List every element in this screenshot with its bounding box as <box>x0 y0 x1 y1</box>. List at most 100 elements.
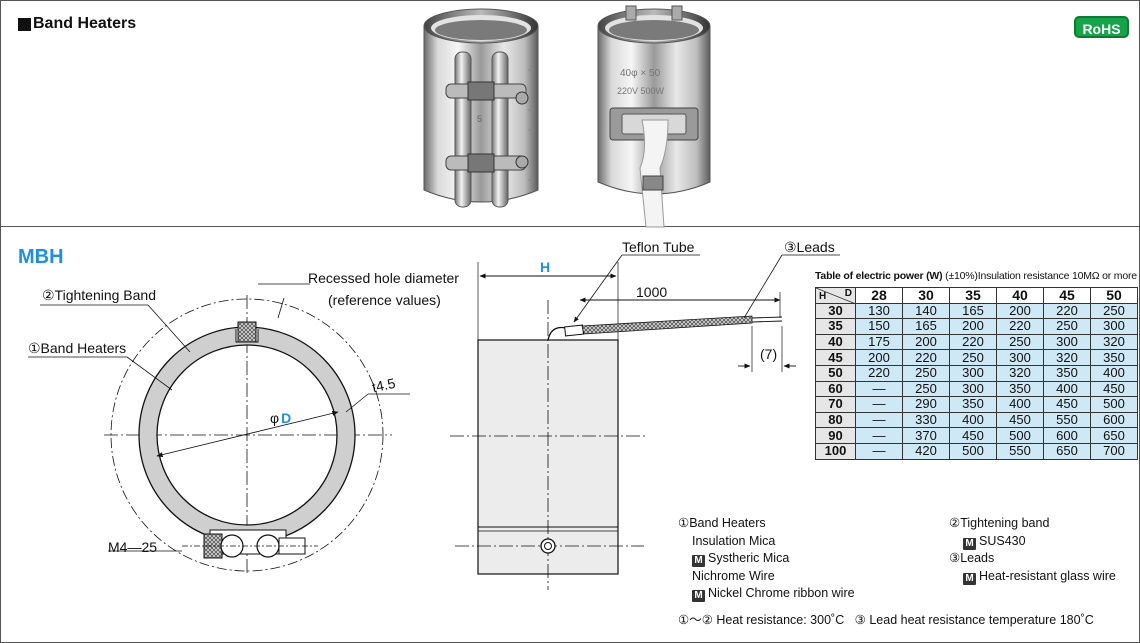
row-header: 40 <box>815 333 856 351</box>
power-cell: 220 <box>902 349 950 366</box>
column-header: 50 <box>1090 287 1138 304</box>
power-cell: — <box>855 427 903 444</box>
side-view <box>450 254 840 590</box>
row-header: 35 <box>815 318 856 335</box>
height-dimension-label: H <box>540 259 551 275</box>
power-cell: 650 <box>1043 442 1091 460</box>
power-cell: 250 <box>949 349 997 366</box>
column-header: 28 <box>855 287 903 304</box>
photo-rating-engraving: 220V 500W <box>617 86 665 96</box>
power-cell: 330 <box>902 411 950 429</box>
power-cell: 450 <box>949 427 997 444</box>
row-header: 60 <box>815 380 856 398</box>
tightening-band-label: ②Tightening Band <box>42 287 156 303</box>
power-cell: — <box>855 442 903 460</box>
power-cell: 420 <box>902 442 950 460</box>
power-cell: 320 <box>996 364 1044 382</box>
power-cell: 220 <box>1043 302 1091 320</box>
table-header-row: D H 28 30 35 40 45 50 <box>815 287 1138 305</box>
power-cell: 250 <box>902 380 950 398</box>
power-cell: 300 <box>949 380 997 398</box>
recessed-hole-label: Recessed hole diameter <box>308 270 459 286</box>
power-cell: 250 <box>1043 318 1091 335</box>
row-header: 45 <box>815 349 856 366</box>
strip-length-label: (7) <box>760 346 778 362</box>
power-cell: 350 <box>996 380 1044 398</box>
power-cell: 350 <box>949 396 997 413</box>
power-cell: 550 <box>996 442 1044 460</box>
power-table-title: Table of electric power (W) (±10%)Insula… <box>815 270 1137 282</box>
reference-values-label: (reference values) <box>328 292 441 308</box>
power-cell: 600 <box>1043 427 1091 444</box>
power-cell: — <box>855 380 903 398</box>
power-cell: 175 <box>855 333 903 351</box>
photo-engraving: 5 <box>477 114 482 124</box>
power-cell: 320 <box>1090 333 1138 351</box>
lead-length-label: 1000 <box>636 284 668 300</box>
square-bullet-icon <box>18 17 31 31</box>
power-cell: 165 <box>902 318 950 335</box>
power-cell: 350 <box>1043 364 1091 382</box>
power-cell: 140 <box>902 302 950 320</box>
power-cell: 250 <box>996 333 1044 351</box>
material-mark-icon: M <box>963 572 976 585</box>
power-cell: 700 <box>1090 442 1138 460</box>
power-cell: 220 <box>949 333 997 351</box>
power-cell: — <box>855 396 903 413</box>
section-title: Band Heaters <box>18 15 136 33</box>
row-header: 90 <box>815 427 856 444</box>
band-heaters-label: ①Band Heaters <box>28 340 127 356</box>
leads-label: ③Leads <box>784 239 835 255</box>
power-cell: 400 <box>1090 364 1138 382</box>
band-heater-photo-front: 5 <box>423 8 539 208</box>
power-cell: 200 <box>949 318 997 335</box>
power-cell: 500 <box>1090 396 1138 413</box>
power-cell: 200 <box>855 349 903 366</box>
row-header: 70 <box>815 396 856 413</box>
column-header: 45 <box>1043 287 1091 304</box>
power-cell: — <box>855 411 903 429</box>
power-cell: 400 <box>996 396 1044 413</box>
corner-h-label: H <box>819 290 827 302</box>
power-cell: 200 <box>902 333 950 351</box>
table-corner-cell: D H <box>815 287 857 305</box>
photo-size-engraving: 40φ × 50 <box>620 68 661 79</box>
power-cell: 400 <box>1043 380 1091 398</box>
power-cell: 250 <box>1090 302 1138 320</box>
power-cell: 165 <box>949 302 997 320</box>
power-cell: 550 <box>1043 411 1091 429</box>
series-title: MBH <box>18 246 64 268</box>
row-header: 80 <box>815 411 856 429</box>
power-cell: 150 <box>855 318 903 335</box>
power-cell: 350 <box>1090 349 1138 366</box>
front-view <box>28 283 410 575</box>
note-tightening-band-title: ②Tightening band <box>949 516 1050 530</box>
rohs-badge: RoHS <box>1074 16 1129 38</box>
screw-spec-label: M4—25 <box>108 539 158 555</box>
power-cell: 450 <box>1090 380 1138 398</box>
power-cell: 300 <box>996 349 1044 366</box>
material-mark-icon: M <box>963 537 976 550</box>
note-band-heaters-title: ①Band Heaters <box>678 516 766 530</box>
power-cell: 320 <box>1043 349 1091 366</box>
column-header: 40 <box>996 287 1044 304</box>
row-header: 100 <box>815 442 856 460</box>
column-header: 30 <box>902 287 950 304</box>
